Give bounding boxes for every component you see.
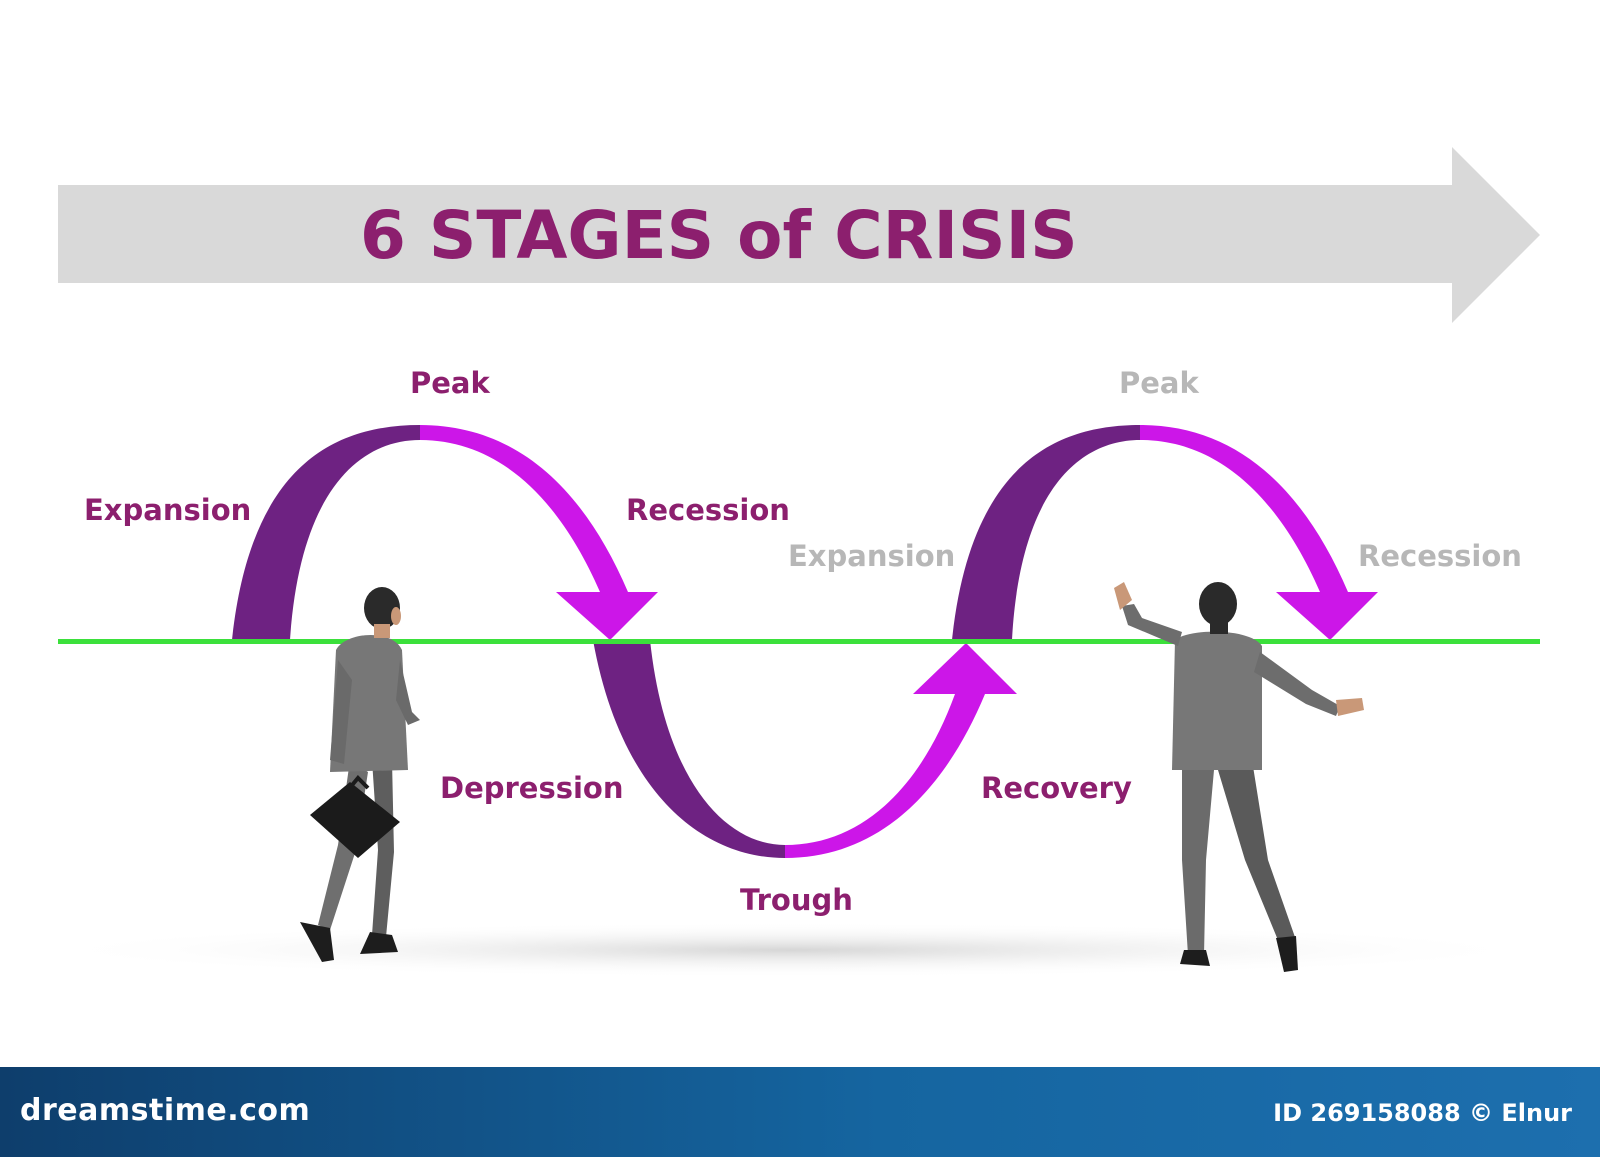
footer-brand[interactable]: dreamstime.com — [20, 1093, 311, 1128]
footer-credit: ID 269158088 © Elnur — [1273, 1099, 1572, 1127]
floor-shadow — [30, 922, 1550, 978]
label-peak: Peak — [410, 366, 490, 400]
label-recession-2: Recession — [1358, 539, 1522, 573]
briefcase-icon — [310, 782, 400, 858]
label-depression: Depression — [440, 771, 624, 805]
label-peak-2: Peak — [1119, 366, 1199, 400]
label-recovery: Recovery — [981, 771, 1132, 805]
recovery-arc — [785, 694, 985, 858]
expansion-arc — [232, 425, 420, 640]
label-recession: Recession — [626, 493, 790, 527]
recession-arc — [420, 425, 628, 592]
label-expansion-2: Expansion — [788, 539, 955, 573]
label-trough: Trough — [740, 883, 853, 917]
businessman-walking-icon — [300, 587, 420, 962]
raised-hand-icon — [1114, 582, 1132, 610]
recession-arrowhead-2 — [1276, 592, 1378, 640]
expansion-arc-2 — [952, 425, 1140, 640]
recession-arrowhead — [556, 592, 658, 640]
timeline-banner-arrow — [58, 147, 1540, 323]
recovery-arrowhead — [913, 643, 1017, 694]
footer-bar: dreamstime.com ID 269158088 © Elnur — [0, 1067, 1600, 1157]
baseline — [58, 639, 1540, 644]
businessman-gesturing-icon — [1114, 582, 1364, 972]
depression-arc — [593, 640, 785, 858]
recession-arc-2 — [1140, 425, 1348, 592]
page-title: 6 STAGES of CRISIS — [360, 197, 1078, 274]
label-expansion: Expansion — [84, 493, 251, 527]
